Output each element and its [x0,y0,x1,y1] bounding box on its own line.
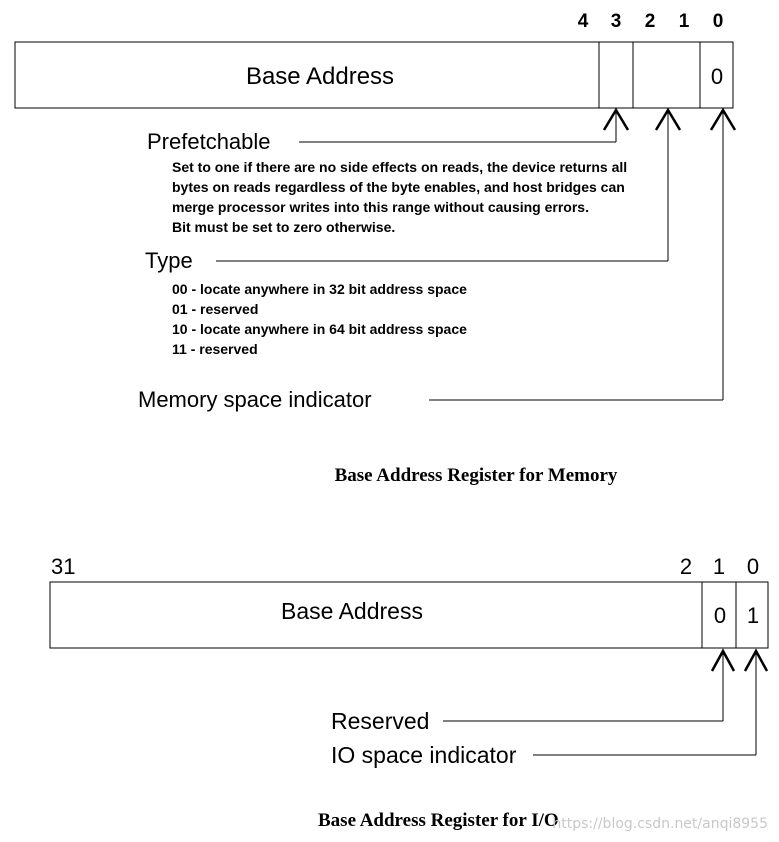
io-caption: Base Address Register for I/O [318,810,559,831]
memory-bit-label-0: 0 [713,11,724,32]
memory-bit0-value: 0 [711,64,723,89]
memory-indicator-arrow [709,107,737,131]
io-bit0-value: 1 [747,603,759,628]
memory-register-box [14,41,734,109]
reserved-label: Reserved [331,708,429,734]
prefetchable-description-line-4: Bit must be set to zero otherwise. [172,219,395,235]
memory-caption: Base Address Register for Memory [335,465,618,486]
prefetchable-description-line-1: Set to one if there are no side effects … [172,159,627,175]
watermark: https://blog.csdn.net/anqi8955 [552,816,768,832]
io-bit-label-2: 2 [680,554,692,579]
io-indicator-arrow [743,648,769,672]
io-bit-label-1: 1 [713,554,725,579]
io-space-indicator-label: IO space indicator [331,742,517,768]
prefetchable-title: Prefetchable [147,129,271,154]
type-line-11: 11 - reserved [172,341,258,357]
type-arrow [654,107,682,131]
memory-bit-label-3: 3 [611,11,622,32]
type-line-10: 10 - locate anywhere in 64 bit address s… [172,321,467,337]
prefetchable-arrow [602,107,630,131]
io-bit1-value: 0 [714,603,726,628]
io-bit-label-0: 0 [747,554,759,579]
io-base-address-label: Base Address [281,598,423,624]
memory-bit-label-2: 2 [645,11,656,32]
io-bit-label-31: 31 [51,554,75,579]
memory-space-indicator-label: Memory space indicator [138,387,372,412]
prefetchable-description-line-3: merge processor writes into this range w… [172,199,589,215]
io-register: 31 2 1 0 Base Address 0 1 Reserved IO sp… [49,554,769,831]
memory-register: 4 3 2 1 0 Base Address 0 Prefetchable Se… [14,11,737,486]
io-register-box [49,581,769,649]
memory-base-address-label: Base Address [246,63,394,90]
prefetchable-description-line-2: bytes on reads regardless of the byte en… [172,179,625,195]
type-line-01: 01 - reserved [172,301,258,317]
type-title: Type [145,248,193,273]
type-line-00: 00 - locate anywhere in 32 bit address s… [172,281,467,297]
reserved-arrow [710,648,736,672]
memory-bit-label-1: 1 [679,11,690,32]
memory-bit-label-4: 4 [578,11,589,32]
